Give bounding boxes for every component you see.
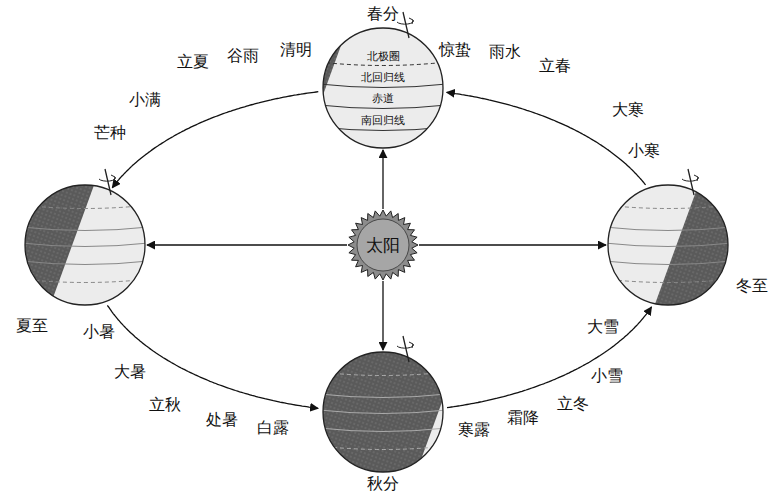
- solar-term-heading: 冬至: [736, 277, 768, 295]
- earth-axis: [403, 12, 409, 38]
- sunlight-arrow: [382, 150, 383, 209]
- solar-term-label: 霜降: [507, 409, 539, 427]
- globe-body: [0, 14, 149, 410]
- latitude-line: [319, 394, 447, 398]
- solar-term-label: 立冬: [557, 395, 589, 413]
- orbit-arrow: [447, 92, 646, 185]
- rotation-arrow: [682, 177, 698, 181]
- solar-term-label: 大雪: [587, 318, 619, 336]
- latitude-label: 南回归线: [361, 114, 405, 127]
- solar-term-label: 清明: [280, 41, 312, 59]
- earth-axis: [688, 169, 694, 195]
- solar-term-heading: 秋分: [367, 475, 399, 493]
- earth-axis: [403, 336, 409, 362]
- globe-outline: [323, 352, 443, 472]
- latitude-line: [319, 84, 447, 88]
- earth-globe: [323, 28, 443, 148]
- solar-term-label: 白露: [257, 419, 289, 437]
- sunlight-arrow: [147, 244, 347, 245]
- solar-term-label: 芒种: [94, 124, 126, 142]
- night-side: [614, 79, 784, 497]
- latitude-label: 赤道: [372, 92, 394, 105]
- latitude-line: [21, 243, 149, 247]
- solar-term-label: 小寒: [628, 142, 660, 160]
- solar-term-heading: 春分: [367, 5, 399, 23]
- solar-term-label: 小暑: [83, 323, 115, 341]
- night-side: [0, 14, 135, 410]
- solar-term-label: 雨水: [489, 43, 521, 61]
- earth-globe: [25, 185, 145, 305]
- solar-term-label: 小雪: [591, 367, 623, 385]
- latitude-line: [604, 279, 732, 283]
- sun-rays: [348, 210, 418, 280]
- solar-term-label: 立夏: [177, 53, 209, 71]
- sun-label: 太阳: [366, 235, 400, 255]
- latitude-label: 北回归线: [361, 71, 405, 84]
- globe-body: [152, 0, 447, 239]
- night-side: [152, 0, 394, 239]
- globe-outline: [608, 185, 728, 305]
- earth-globe-node: 春分北极圈北回归线赤道南回归线: [323, 28, 443, 148]
- latitude-line: [319, 446, 447, 450]
- earth-globe-node: 秋分: [323, 352, 443, 472]
- night-side: [152, 181, 493, 497]
- latitude-label: 北极圈: [367, 50, 400, 63]
- latitude-line: [604, 227, 732, 231]
- solar-term-label: 处暑: [206, 411, 238, 429]
- sunlight-arrow: [382, 281, 383, 350]
- solar-term-label: 谷雨: [227, 47, 259, 65]
- orbit-arrow: [107, 305, 318, 408]
- latitude-line: [21, 261, 149, 265]
- rotation-arrow: [397, 344, 413, 348]
- rotation-arrow: [99, 177, 115, 181]
- rotation-arrow: [397, 20, 413, 24]
- earth-globe: [608, 185, 728, 305]
- latitude-line: [319, 105, 447, 109]
- solar-term-label: 立春: [539, 57, 571, 75]
- globe-outline: [323, 28, 443, 148]
- latitude-line: [604, 243, 732, 247]
- rotation-arrow-head: [409, 342, 413, 348]
- solar-term-label: 大寒: [612, 101, 644, 119]
- globe-body: [152, 181, 493, 497]
- orbit-arrow: [112, 92, 318, 188]
- solar-term-label: 寒露: [458, 421, 490, 439]
- rotation-arrow-head: [694, 175, 698, 181]
- earth-globe-node: 夏至: [25, 185, 145, 305]
- solar-term-label: 大暑: [114, 363, 146, 381]
- earth-axis: [105, 169, 111, 195]
- latitude-line: [604, 261, 732, 265]
- solar-term-label: 小满: [129, 91, 161, 109]
- globe-body: [604, 79, 784, 497]
- earth-globe-node: 冬至: [608, 185, 728, 305]
- orbit-arrow: [447, 307, 652, 408]
- rotation-arrow-head: [409, 18, 413, 24]
- earth-globe: [323, 352, 443, 472]
- latitude-line: [21, 279, 149, 283]
- sun-circle: 太阳: [348, 210, 418, 280]
- rotation-arrow-head: [111, 175, 115, 181]
- latitude-line: [319, 428, 447, 432]
- latitude-line: [21, 227, 149, 231]
- solar-term-heading: 夏至: [16, 317, 48, 335]
- latitude-line: [319, 410, 447, 414]
- sun-disc: [357, 219, 409, 271]
- solar-term-label: 惊蛰: [439, 41, 471, 59]
- sunlight-arrow: [419, 244, 606, 245]
- globe-outline: [25, 185, 145, 305]
- solar-term-label: 立秋: [149, 396, 181, 414]
